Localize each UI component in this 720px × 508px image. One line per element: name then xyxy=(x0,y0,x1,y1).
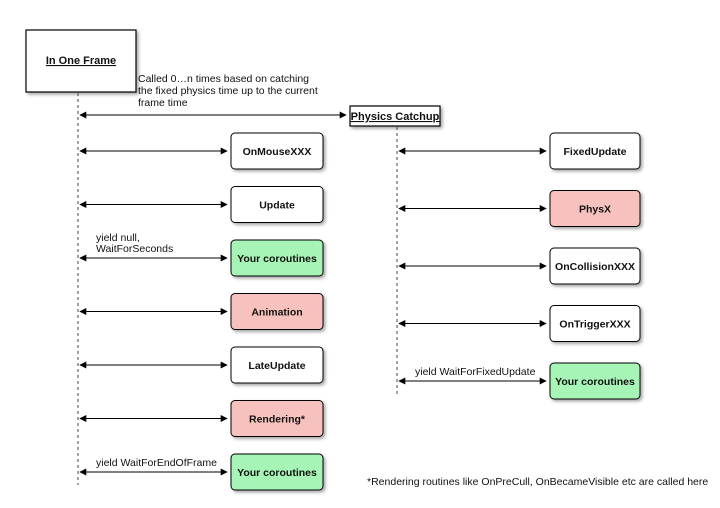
physics-catchup-box xyxy=(349,105,441,127)
physics-catchup-note: Called 0…n times based on catching the f… xyxy=(138,73,321,109)
step-label-rendering: Rendering* xyxy=(249,414,306,426)
in-one-frame-box xyxy=(25,29,137,93)
note-line: frame time xyxy=(138,97,188,109)
note-line: the fixed physics time up to the current xyxy=(138,85,318,97)
step-label-physx: PhysX xyxy=(579,204,611,216)
step-box-lateupdate xyxy=(230,346,324,384)
step-note: yield WaitForEndOfFrame xyxy=(96,457,217,469)
note-line: Called 0…n times based on catching xyxy=(138,73,309,85)
step-box-rendering xyxy=(230,400,324,437)
step-box-your-coroutines xyxy=(230,453,324,491)
step-box-fixedupdate xyxy=(549,132,641,170)
step-label-update: Update xyxy=(259,200,295,212)
physics-catchup-title: Physics Catchup xyxy=(351,111,440,123)
step-label-your-coroutines: Your coroutines xyxy=(237,467,317,479)
step-label-oncollisionxxx: OnCollisionXXX xyxy=(555,261,635,273)
step-box-your-coroutines xyxy=(549,362,641,400)
step-label-your-coroutines: Your coroutines xyxy=(555,376,635,388)
step-label-your-coroutines: Your coroutines xyxy=(237,253,317,265)
step-label-lateupdate: LateUpdate xyxy=(248,360,305,372)
rendering-footnote: *Rendering routines like OnPreCull, OnBe… xyxy=(367,476,708,488)
step-label-onmousexxx: OnMouseXXX xyxy=(243,146,312,158)
step-label-ontriggerxxx: OnTriggerXXX xyxy=(559,319,630,331)
in-one-frame-title: In One Frame xyxy=(46,55,116,67)
step-note: WaitForSeconds xyxy=(96,243,173,255)
step-box-onmousexxx xyxy=(230,132,324,170)
step-box-animation xyxy=(230,293,324,330)
step-box-oncollisionxxx xyxy=(549,247,641,285)
step-note: yield WaitForFixedUpdate xyxy=(415,366,536,378)
step-box-your-coroutines xyxy=(230,239,324,277)
step-box-ontriggerxxx xyxy=(549,305,641,342)
step-label-animation: Animation xyxy=(251,307,302,319)
step-label-fixedupdate: FixedUpdate xyxy=(563,146,626,158)
step-box-update xyxy=(230,186,324,223)
step-note: yield null, xyxy=(96,232,140,244)
step-box-physx xyxy=(549,190,641,227)
